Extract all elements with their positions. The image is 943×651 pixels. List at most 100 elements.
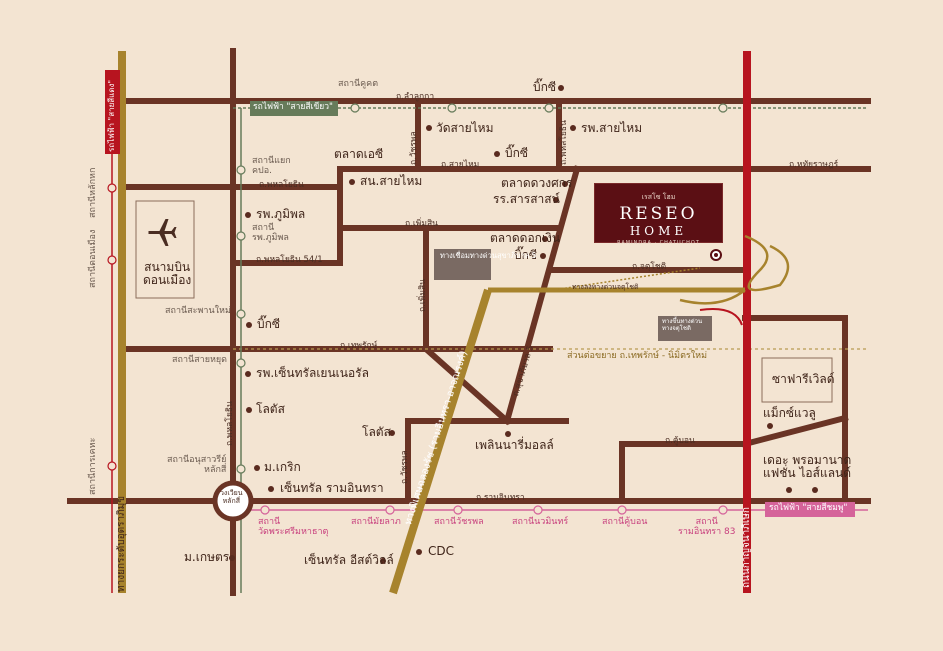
station-dot — [236, 358, 246, 368]
station-khubon: สถานีคู้บอน — [602, 517, 648, 527]
station-dot — [236, 165, 246, 175]
road-label-54: ถ.พหลโยธิน 54/1 — [256, 255, 323, 265]
place-talad-ec: ตลาดเอซี — [334, 147, 384, 161]
expressway — [118, 51, 790, 595]
ramp-red — [699, 308, 743, 326]
chatuchot-link — [552, 267, 701, 291]
airport-label: สนามบิน ดอนเมือง — [143, 260, 192, 288]
place-fashion-mall: เพลินนารี่มอลล์ — [475, 438, 554, 452]
place-hosp-saimai: รพ.สายไหม — [581, 121, 643, 135]
green-badge — [250, 101, 338, 116]
station-dot — [718, 103, 728, 113]
station-lakhok: สถานีหลักหก — [88, 167, 98, 218]
road-label-lamlukka: ถ.ลำลูกกา — [396, 92, 435, 102]
brand-name2: HOME — [629, 224, 688, 238]
station-dot — [453, 505, 463, 515]
place-safari: ซาฟารีเวิลด์ — [772, 372, 835, 386]
place-central-hosp: รพ.เซ็นทรัลเยนเนอรัล — [256, 366, 369, 380]
station-yaek: สถานีแยก คปอ. — [252, 156, 291, 176]
red-badge — [105, 70, 120, 154]
station-ramintra83: สถานี รามอินทรา 83 — [678, 517, 736, 537]
place-lotus-center: โลตัส — [362, 425, 391, 439]
brand-sub: RAMINDRA · CHATUCHOT — [617, 240, 700, 246]
stations — [107, 103, 728, 515]
brand-name: RESEO — [619, 204, 698, 224]
place-bigc-phahol: บิ๊กซี — [514, 248, 538, 262]
place-wat-saimai: วัดสายไหม — [436, 121, 494, 135]
roads — [67, 48, 871, 596]
station-dot — [385, 505, 395, 515]
place-sn-saimai: สน.สายไหม — [360, 174, 423, 188]
station-dot — [107, 183, 117, 193]
place-bigc-top: บิ๊กซี — [533, 80, 557, 94]
pink-badge — [765, 502, 855, 517]
station-dot — [617, 505, 627, 515]
station-nopparat: สถานีนวมินทร์ — [512, 517, 569, 527]
station-saiyut: สถานีสายหยุด — [172, 355, 228, 365]
road-label-extension: ส่วนต่อขยาย ถ.เทพรักษ์ - นิมิตรใหม่ — [567, 351, 708, 361]
station-bhumibol: สถานี รพ.ภูมิพล — [252, 223, 289, 243]
road-label-theparak: ถ.เทพรักษ์ — [340, 341, 378, 351]
red-line-badge: รถไฟฟ้า "สายสีแดง" — [107, 79, 116, 152]
road-label-phermsin: ถ.เพิ่มสิน — [405, 219, 438, 229]
safari-box — [761, 357, 833, 403]
road-label-hathairat: ถ.หทัยราษฎร์ — [789, 160, 839, 170]
station-dot — [236, 464, 246, 474]
place-bigc-mid: บิ๊กซี — [505, 146, 529, 160]
station-wacharaphol: สถานีวัชรพล — [434, 517, 484, 527]
station-laksi-rail: สถานีการเคหะ — [88, 437, 98, 495]
place-talad-duangsakorn: ตลาดดวงศกร — [501, 176, 573, 190]
place-talad-dokngern: ตลาดดอกเงิน — [490, 231, 561, 245]
station-saphan: สถานีสะพานใหม่ — [165, 306, 231, 316]
station-anusawari: สถานีอนุสาวรีย์ หลักสี่ — [167, 455, 227, 475]
station-wat-phra: สถานี วัดพระศรีมหาธาตุ — [258, 517, 329, 537]
road-label-phahon: ถ.พหลโยธิน — [259, 180, 304, 190]
road-label-khubon: ถ.คู้บอน — [665, 436, 695, 446]
station-kukot: สถานีคูคต — [338, 79, 379, 89]
station-dot — [107, 255, 117, 265]
pink-line-badge: รถไฟฟ้า "สายสีชมพู" — [769, 503, 848, 513]
road-label-saimai: ถ.สายไหม — [441, 160, 480, 170]
road-label-chatuchot: ถ.จตุโชติ — [632, 262, 667, 272]
road-label-phahon-v: ถ.พหลโยธิน — [225, 401, 235, 446]
road-label-phermsin-v: ถ.เพิ่มสิน — [418, 279, 428, 312]
airport-box — [135, 200, 195, 299]
station-dot — [107, 461, 117, 471]
road-label-kanchanaphisek: ถนนกาญจนาภิเษก — [741, 507, 752, 588]
road-label-chatuchot-link: ทางลงทางด่วนจตุโชติ — [572, 283, 639, 291]
expressway-diag — [389, 288, 492, 595]
airplane-icon — [148, 219, 177, 246]
station-dot — [533, 505, 543, 515]
place-cdc: CDC — [428, 544, 454, 558]
reseo-home-logo: เรสโซ โฮม RESEO HOME RAMINDRA · CHATUCHO… — [594, 183, 723, 246]
exit-box — [434, 249, 491, 280]
place-bigc-left: บิ๊กซี — [257, 317, 281, 331]
green-line-badge: รถไฟฟ้า "สายสีเขียว" — [253, 102, 333, 112]
place-promenade: เดอะ พรอมานาด แฟชั่น ไอส์แลนด์ — [763, 453, 852, 481]
road-label-ramintra: ถ.รามอินทรา — [476, 493, 525, 503]
station-donmueang: สถานีดอนเมือง — [88, 229, 98, 288]
station-dot — [350, 103, 360, 113]
road-label-wibhawadi: ทางยกระดับอุตราภิมุข — [116, 495, 127, 592]
road-watcharaphol-diag — [503, 165, 581, 425]
place-rr-sarasas: รร.สารสาสน์ — [493, 192, 560, 206]
road-diag-1 — [421, 344, 512, 426]
station-dot — [260, 505, 270, 515]
road-label-ramp: ทางขึ้นทางด่วน ทางจตุโชติ — [662, 318, 703, 332]
brand-top: เรสโซ โฮม — [641, 193, 676, 201]
road-label-phahon-v2: ถ.พหลโยธิน — [559, 120, 569, 165]
station-dot — [236, 309, 246, 319]
place-bhumibol-hosp: รพ.ภูมิพล — [256, 207, 306, 221]
place-laksi-circle: วงเวียน หลักสี่ — [220, 489, 243, 505]
place-central-eastville: เซ็นทรัล อีสต์วิลล์ — [304, 553, 394, 567]
ramp-loop — [744, 234, 790, 292]
place-makro: แม็กซ์แวลู — [763, 406, 816, 420]
station-dot — [544, 103, 554, 113]
station-dot — [447, 103, 457, 113]
place-central-ramintra: เซ็นทรัล รามอินทรา — [280, 481, 384, 495]
place-lotus-left: โลตัส — [256, 402, 285, 416]
ramp-loop2 — [679, 289, 746, 305]
station-dot — [718, 505, 728, 515]
laksi-circle — [212, 480, 254, 522]
